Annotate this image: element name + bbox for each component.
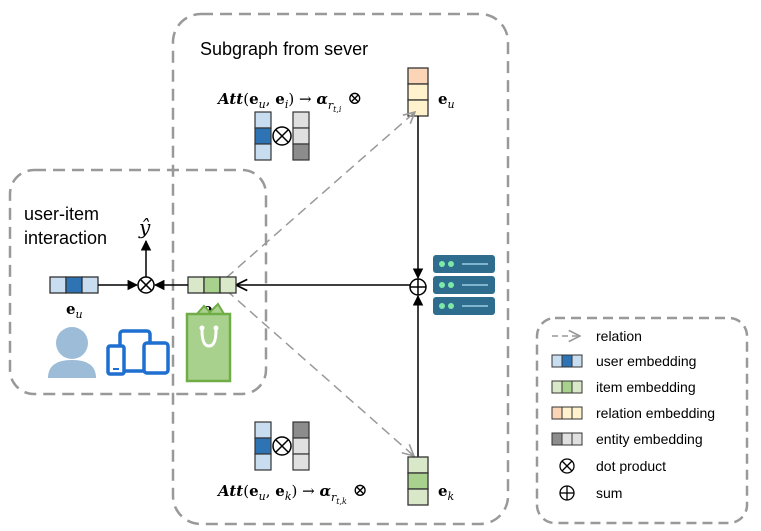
dot-product-node — [137, 276, 155, 294]
formula-top: Att(eu, ei) → αrt,i ⊗ — [216, 88, 362, 114]
formula-bottom-result: ek — [438, 482, 455, 503]
legend-item-item-embedding: item embedding — [551, 379, 696, 395]
item-embedding-vector — [187, 276, 237, 294]
output-label: ŷ — [138, 215, 151, 239]
legend-item-dot-product: dot product — [559, 458, 666, 474]
legend-item-sum: sum — [559, 485, 622, 501]
entity-embedding-vector-bottom — [407, 456, 429, 506]
svg-text:entity embedding: entity embedding — [596, 431, 703, 447]
svg-text:relation embedding: relation embedding — [596, 405, 715, 421]
user-embedding-label: eu — [66, 300, 83, 321]
interaction-title-line2: interaction — [24, 228, 107, 248]
legend-item-relation: relation — [552, 328, 642, 344]
user-embedding-vector — [49, 276, 99, 294]
person-icon — [48, 327, 96, 378]
relation-edge-bottom — [225, 289, 414, 456]
formula-top-result: eu — [438, 90, 455, 111]
server-icon — [433, 255, 495, 315]
interaction-box — [8, 168, 268, 396]
svg-text:sum: sum — [596, 485, 622, 501]
legend-item-relation-embedding: relation embedding — [551, 405, 715, 421]
subgraph-box — [171, 12, 510, 526]
legend-item-entity-embedding: entity embedding — [551, 431, 703, 447]
legend-item-user-embedding: user embedding — [551, 353, 696, 369]
shopping-bag-icon — [185, 302, 232, 383]
formula-bottom: Att(eu, ek) → αrt,k ⊗ — [216, 480, 368, 506]
svg-text:relation: relation — [596, 328, 642, 344]
mini-user-vector-bottom — [254, 421, 272, 471]
devices-icon — [106, 329, 170, 376]
subgraph-title: Subgraph from sever — [200, 39, 368, 59]
svg-text:user embedding: user embedding — [596, 353, 696, 369]
mini-user-vector-top — [254, 111, 272, 161]
interaction-title-line1: user-item — [24, 204, 99, 224]
sum-node — [409, 278, 427, 296]
relation-embedding-vector-top — [407, 67, 429, 117]
mini-entity-vector-bottom — [292, 421, 310, 471]
svg-text:item embedding: item embedding — [596, 379, 696, 395]
legend-box — [535, 316, 749, 525]
dot-product-icon-top — [272, 126, 292, 146]
dot-product-icon-bottom — [272, 436, 292, 456]
svg-text:dot product: dot product — [596, 458, 666, 474]
mini-entity-vector-top — [292, 111, 310, 161]
relation-edge-top — [225, 112, 415, 279]
